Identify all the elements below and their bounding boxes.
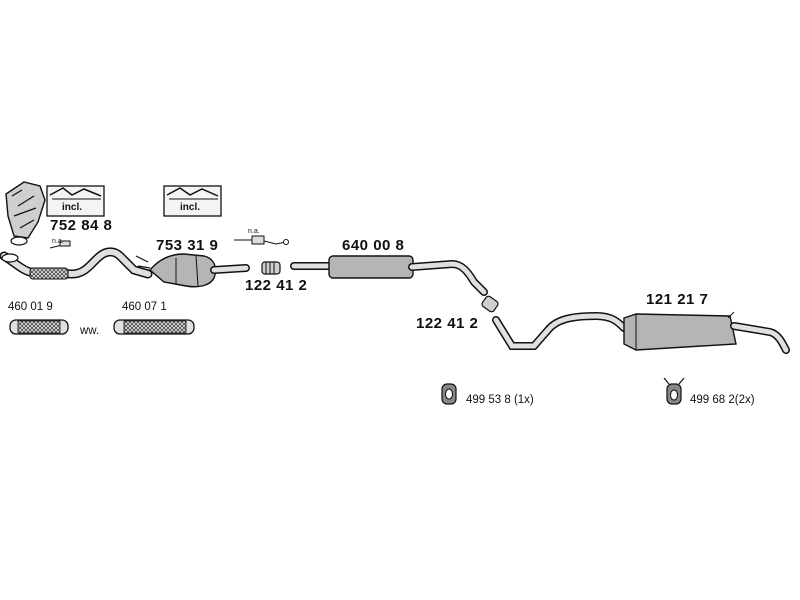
clamp-front xyxy=(261,261,281,275)
rubber-hanger-a-icon xyxy=(441,383,457,405)
lambda-sensor-1 xyxy=(49,240,71,249)
alternative-note: ww. xyxy=(80,325,100,337)
middle-silencer xyxy=(290,255,488,296)
part-number-manifold: 752 84 8 xyxy=(50,217,113,234)
part-number-middle-silencer: 640 00 8 xyxy=(342,237,405,254)
rear-silencer xyxy=(492,311,790,354)
part-number-flex-b: 460 07 1 xyxy=(122,301,167,313)
flex-pipe-a xyxy=(9,319,69,335)
clamp-rear xyxy=(481,295,499,313)
incl-label-1: incl. xyxy=(62,202,83,213)
part-number-catalyst: 753 31 9 xyxy=(156,237,219,254)
rubber-hanger-b-icon xyxy=(663,377,685,405)
part-number-hanger-b: 499 68 2(2x) xyxy=(690,394,755,406)
front-pipe xyxy=(0,247,153,280)
lambda-sensor-2 xyxy=(234,235,289,245)
part-number-flex-a: 460 01 9 xyxy=(8,301,53,313)
na-note-1: n.a. xyxy=(52,238,64,245)
part-number-clamp-rear: 122 41 2 xyxy=(416,315,479,332)
part-number-rear-silencer: 121 21 7 xyxy=(646,291,709,308)
incl-kit-box-1 xyxy=(46,185,105,217)
incl-label-2: incl. xyxy=(180,202,201,213)
exhaust-manifold xyxy=(5,181,46,246)
flex-pipe-b xyxy=(113,319,195,335)
incl-kit-box-2 xyxy=(163,185,222,217)
part-number-clamp-front: 122 41 2 xyxy=(245,277,308,294)
catalytic-converter xyxy=(135,253,250,288)
na-note-2: n.a. xyxy=(248,228,260,235)
part-number-hanger-a: 499 53 8 (1x) xyxy=(466,394,534,406)
